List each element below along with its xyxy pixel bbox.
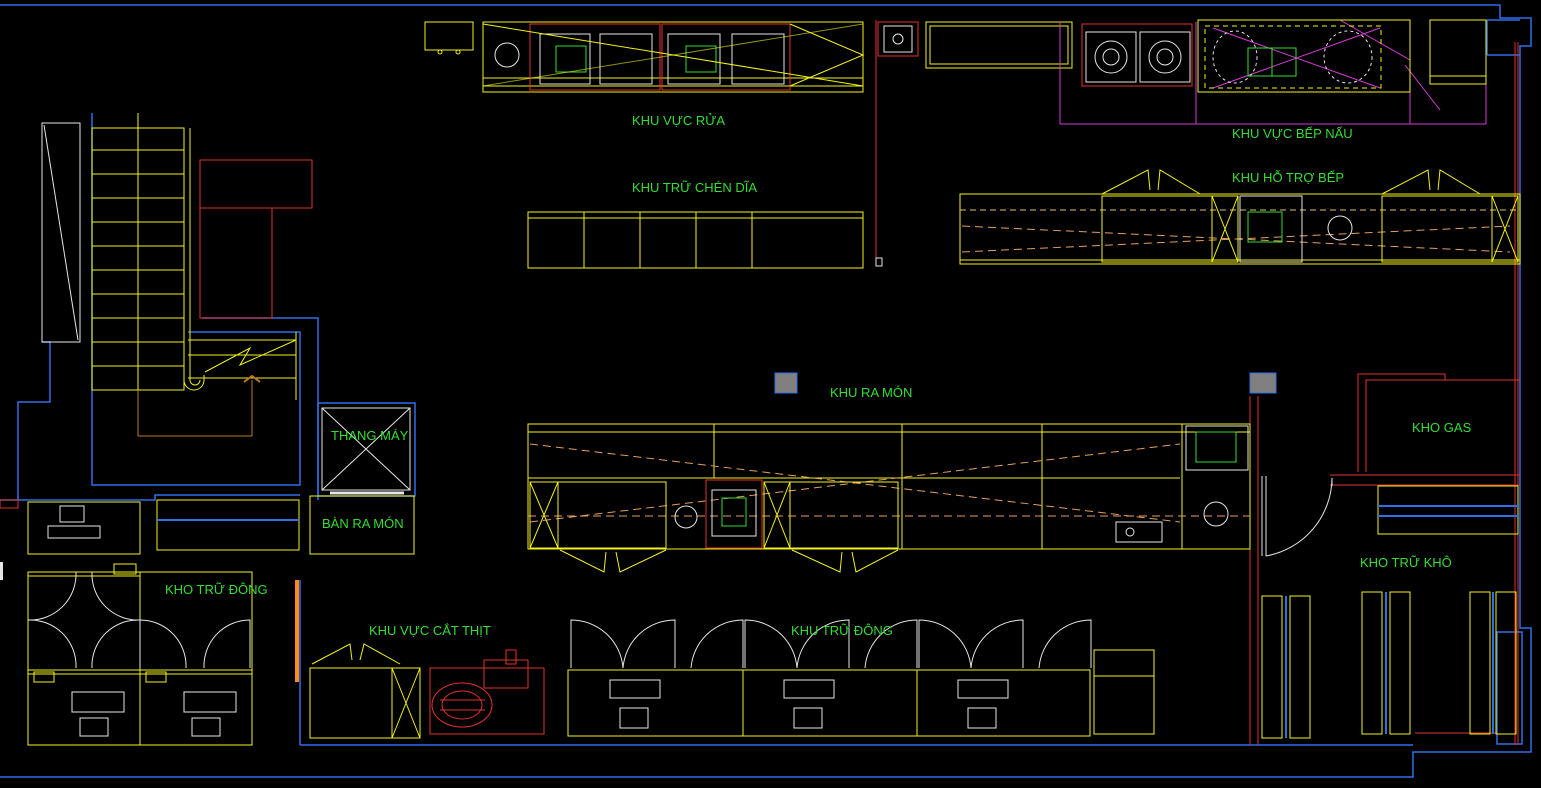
label-meat-cutting: KHU VỰC CẮT THỊT (369, 623, 491, 638)
label-pass-area: KHU RA MÓN (830, 385, 913, 400)
red-partition-lines (0, 20, 1520, 745)
label-freezer-store-left: KHO TRỮ ĐÔNG (165, 582, 268, 597)
vent-grille (925, 21, 1073, 69)
label-dry-store: KHO TRỮ KHÔ (1360, 555, 1452, 570)
cold-storage-room (27, 501, 299, 746)
cooking-area (1059, 19, 1487, 125)
staircase (41, 113, 297, 437)
label-freezer-area: KHU TRỮ ĐÔNG (791, 623, 893, 638)
kitchen-support-counter (959, 169, 1521, 265)
label-pass-table: BÀN RA MÓN (322, 516, 404, 531)
label-washing-area: KHU VỰC RỬA (632, 113, 725, 128)
door-swing (1261, 476, 1333, 557)
freezer-units (567, 619, 1155, 737)
pass-out-counter (527, 372, 1277, 573)
label-dish-storage: KHU TRỮ CHÉN DĨA (632, 180, 757, 195)
storage-racks (156, 485, 1519, 739)
label-elevator: THANG MÁY (331, 428, 409, 443)
meat-cutting-area (309, 643, 545, 739)
label-cooking-area: KHU VỰC BẾP NẤU (1232, 126, 1353, 141)
label-gas-store: KHO GAS (1412, 420, 1472, 435)
walls (0, 4, 1532, 778)
dish-storage-counter (527, 211, 864, 269)
label-kitchen-support: KHU HỖ TRỢ BẾP (1232, 170, 1345, 185)
elevator (309, 407, 415, 555)
washing-area-equipment (424, 21, 919, 93)
